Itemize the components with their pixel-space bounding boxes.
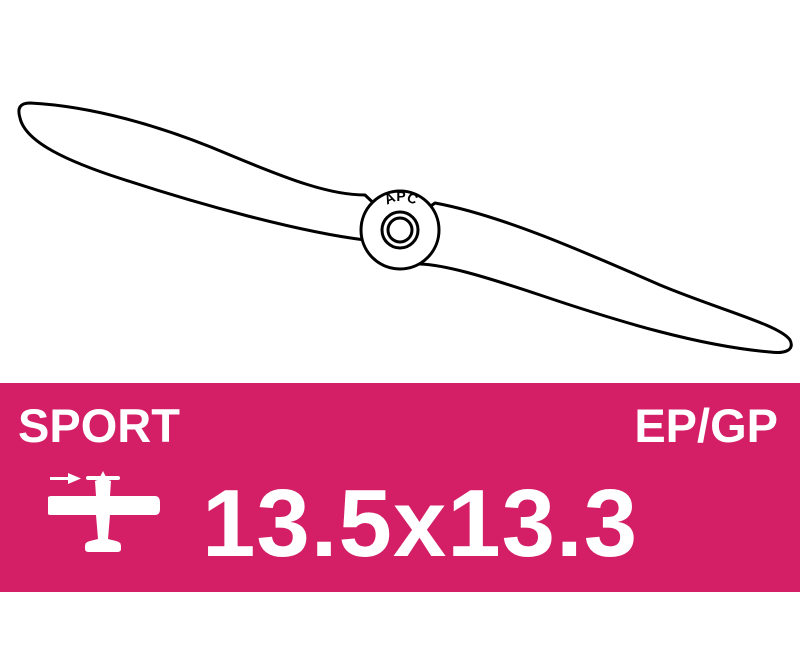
brand-mark: APC — [382, 188, 421, 208]
propeller-size: 13.5x13.3 — [202, 470, 639, 577]
propeller-blade-left — [17, 101, 402, 242]
propeller-illustration: APC — [17, 101, 793, 354]
airplane-tractor-icon — [48, 471, 160, 552]
propeller-blade-right — [398, 201, 793, 354]
category-label: SPORT — [18, 399, 180, 452]
fuel-type-label: EP/GP — [634, 399, 778, 452]
product-banner: SPORT EP/GP 13.5x13.3 — [0, 383, 800, 592]
